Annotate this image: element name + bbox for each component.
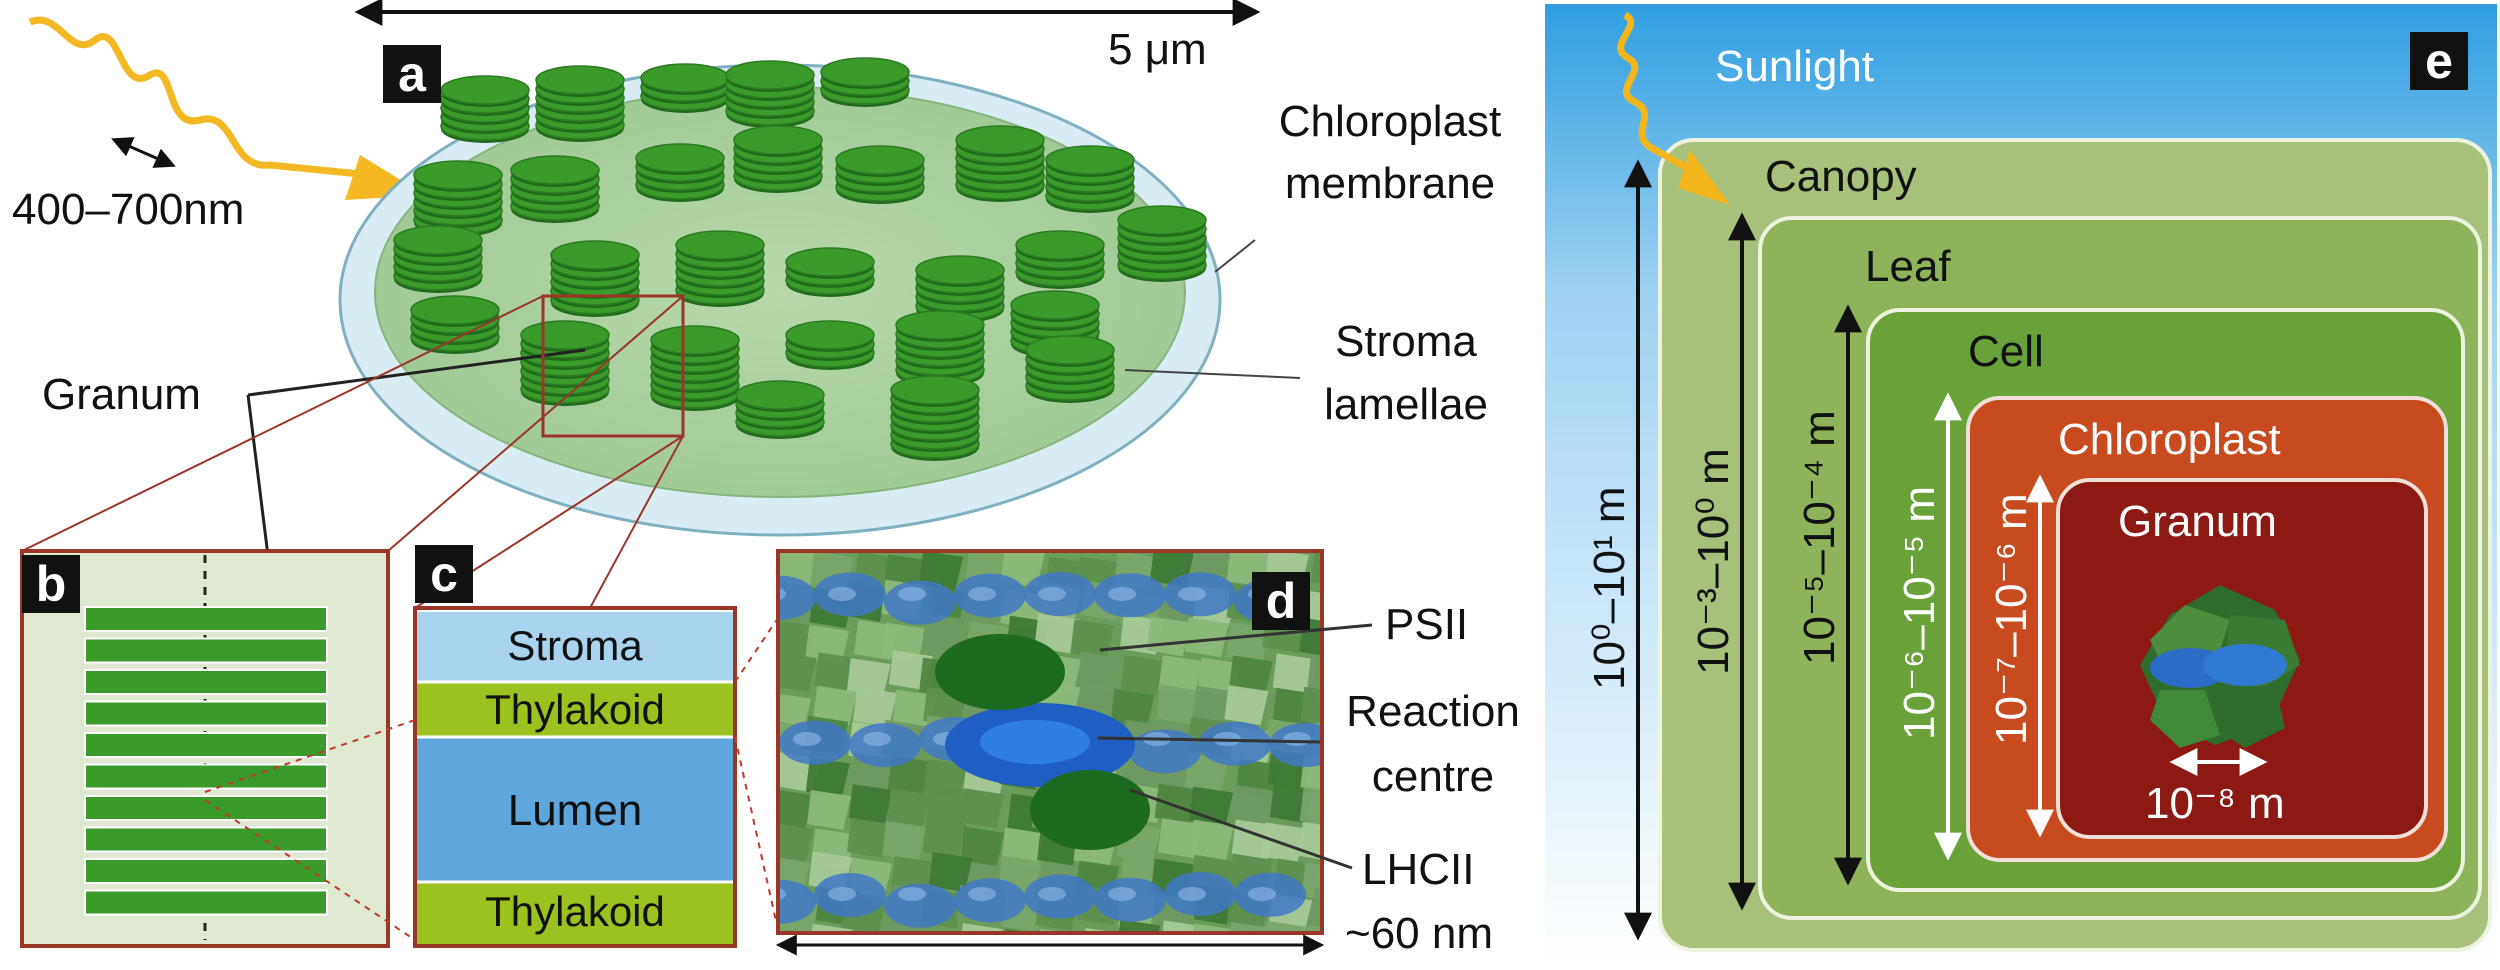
chloroplast-membrane-label-2: membrane bbox=[1285, 162, 1495, 206]
chloroplast-membrane-label-1: Chloroplast bbox=[1279, 100, 1502, 144]
granum-stack bbox=[736, 381, 824, 439]
panel-e-tag: e bbox=[2410, 32, 2468, 90]
level-label-granum: Granum bbox=[2118, 500, 2277, 544]
thylakoid-bar bbox=[85, 765, 327, 789]
granum-label: Granum bbox=[42, 373, 201, 417]
thylakoid-bar bbox=[85, 891, 327, 915]
scale-label-canopy: 10⁰–10¹ m bbox=[1588, 486, 1632, 690]
scale-label-granum: 10⁻⁷–10⁻⁶ m bbox=[1990, 493, 2034, 745]
thylakoid-bar bbox=[85, 639, 327, 663]
granum-stack bbox=[641, 64, 729, 113]
granum-stack bbox=[394, 226, 482, 293]
scale-label-5um: 5 μm bbox=[1108, 28, 1207, 72]
granum-stack bbox=[651, 326, 739, 411]
panel-b-tag: b bbox=[22, 555, 80, 613]
granum-stack bbox=[511, 156, 599, 223]
granum-stack bbox=[956, 126, 1044, 202]
granum-stack bbox=[551, 241, 639, 317]
dash-c-d-2 bbox=[735, 737, 778, 930]
level-label-leaf: Leaf bbox=[1865, 245, 1951, 289]
psii-label: PSII bbox=[1385, 603, 1468, 647]
level-label-cell: Cell bbox=[1968, 330, 2044, 374]
wavelength-label: 400–700nm bbox=[12, 188, 244, 232]
thylakoid-bar bbox=[85, 607, 327, 631]
level-label-chloroplast: Chloroplast bbox=[2058, 418, 2281, 462]
scale-label-granum-size: 10⁻⁸ m bbox=[2145, 782, 2285, 826]
granum-stack bbox=[414, 161, 502, 237]
thylakoid-bar bbox=[85, 733, 327, 757]
membrane-leader bbox=[1215, 240, 1255, 272]
granum-stack bbox=[676, 231, 764, 307]
panel-a bbox=[22, 12, 1300, 612]
layer-label-thylakoid-top: Thylakoid bbox=[485, 689, 665, 731]
thylakoid-bar bbox=[85, 859, 327, 883]
stroma-lamellae-label-1: Stroma bbox=[1335, 320, 1477, 364]
reaction-centre-label-1: Reaction bbox=[1346, 690, 1520, 734]
granum-stack bbox=[891, 376, 979, 461]
granum-stack bbox=[441, 76, 529, 143]
granum-stack bbox=[636, 144, 724, 202]
thylakoid-bar bbox=[85, 828, 327, 852]
panel-a-tag: a bbox=[383, 45, 441, 103]
scale-label-cell: 10⁻⁵–10⁻⁴ m bbox=[1798, 410, 1842, 665]
granum-stack bbox=[786, 321, 874, 370]
granum-stack bbox=[786, 248, 874, 297]
panel-c-tag: c bbox=[415, 545, 473, 603]
granum-stack bbox=[821, 58, 909, 107]
wavelength-arrow bbox=[115, 140, 172, 165]
granum-stack bbox=[726, 61, 814, 128]
granum-stack bbox=[521, 321, 609, 406]
panel-d-tag: d bbox=[1252, 572, 1310, 630]
thylakoid-bar bbox=[85, 670, 327, 694]
layer-label-lumen: Lumen bbox=[508, 789, 643, 833]
dash-c-d-1 bbox=[735, 618, 778, 682]
reaction-centre-label-2: centre bbox=[1372, 755, 1494, 799]
stroma-lamellae-label-2: lamellae bbox=[1324, 383, 1488, 427]
scale-label-chloroplast: 10⁻⁶–10⁻⁵ m bbox=[1898, 486, 1942, 740]
layer-label-stroma: Stroma bbox=[507, 625, 642, 667]
granum-stack bbox=[836, 146, 924, 204]
granum-stack bbox=[536, 66, 624, 142]
thylakoid-bar bbox=[85, 702, 327, 726]
light-wave-icon bbox=[30, 20, 370, 175]
scale-label-leaf: 10⁻³–10⁰ m bbox=[1692, 448, 1736, 675]
granum-stack bbox=[1026, 336, 1114, 403]
level-label-canopy: Canopy bbox=[1765, 155, 1917, 199]
granum-stack bbox=[1016, 231, 1104, 289]
panel-e bbox=[1545, 4, 2497, 966]
sunlight-label: Sunlight bbox=[1715, 45, 1874, 89]
granum-stack bbox=[1118, 206, 1206, 282]
layer-label-thylakoid-bottom: Thylakoid bbox=[485, 891, 665, 933]
granum-stack bbox=[1046, 146, 1134, 213]
scale-label-60nm: ~60 nm bbox=[1345, 912, 1493, 956]
granum-stack bbox=[734, 126, 822, 193]
lhcii-label: LHCII bbox=[1362, 848, 1474, 892]
